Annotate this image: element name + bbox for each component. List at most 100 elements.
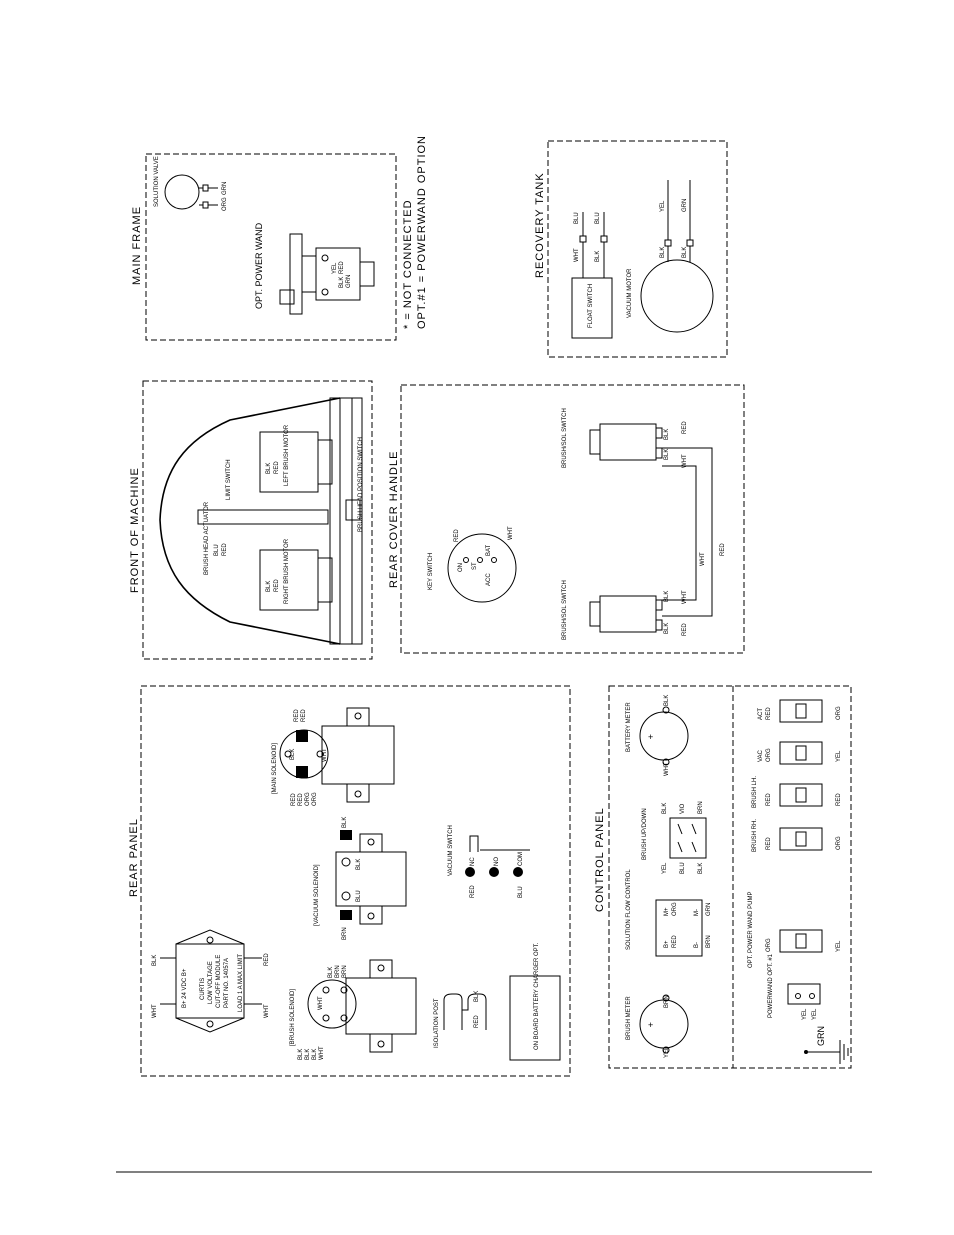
low-voltage-module-body bbox=[175, 943, 245, 1019]
power-wand-pump-switch[interactable] bbox=[779, 929, 823, 953]
main-sol-wire-red-1: RED bbox=[294, 709, 300, 722]
rear-wire-blk-1: BLK bbox=[664, 429, 670, 440]
brush-meter-plus: + bbox=[648, 1020, 653, 1030]
brush-head-actuator-shaft bbox=[197, 509, 329, 525]
vac-sol-wire-brn: BRN bbox=[342, 927, 348, 940]
brush-head-actuator-label: BRUSH HEAD ACTUATOR bbox=[204, 501, 210, 575]
vac-switch[interactable] bbox=[779, 741, 823, 765]
lv-module-wire-blk: BLK bbox=[152, 955, 158, 966]
brush-lh-wire-red-1: RED bbox=[766, 793, 772, 806]
key-switch-label: KEY SWITCH bbox=[428, 553, 434, 590]
recovery-tank-title: RECOVERY TANK bbox=[534, 172, 546, 278]
brush-sol-wire-brn-1: BRN bbox=[335, 965, 341, 978]
lv-module-line-3: CUT-OFF MODULE bbox=[216, 955, 222, 1008]
solution-valve-wire-grn: GRN bbox=[222, 182, 228, 195]
vac-sol-wire-blk-2: BLK bbox=[356, 859, 362, 870]
isolation-post-symbol bbox=[443, 993, 487, 1030]
power-wand-wire-blk: BLK bbox=[339, 277, 345, 288]
power-wand-wire-red: RED bbox=[339, 261, 345, 274]
lv-module-wire-wht-2: WHT bbox=[264, 1004, 270, 1018]
pump-wire-org: ORG bbox=[766, 938, 772, 952]
main-solenoid-body bbox=[321, 725, 395, 785]
solution-flow-control-label: SOLUTION FLOW CONTROL bbox=[626, 869, 632, 950]
float-switch-wire-blu-1: BLU bbox=[574, 212, 580, 224]
sfc-wire-org: ORG bbox=[672, 902, 678, 916]
on-board-charger-label: ON BOARD BATTERY CHARGER OPT. bbox=[534, 942, 540, 1050]
float-switch-wire-blu-2: BLU bbox=[595, 212, 601, 224]
brush-sol-wire-blk-2: BLK bbox=[298, 1049, 304, 1060]
rear-harness-wht bbox=[662, 465, 697, 601]
lv-module-line-1: CURTIS bbox=[200, 978, 206, 1000]
brush-sol-switch-top bbox=[589, 423, 663, 461]
vacuum-switch-label: VACUUM SWITCH bbox=[448, 825, 454, 876]
lv-module-bplus: B+ 24 VDC B+ bbox=[182, 968, 188, 1008]
opt-power-wand bbox=[279, 233, 375, 315]
act-switch-label: ACT bbox=[758, 708, 764, 720]
float-switch-wire-blk: BLK bbox=[595, 251, 601, 262]
rear-cover-handle-box bbox=[400, 384, 745, 654]
vac-wire-yel: YEL bbox=[836, 750, 842, 762]
updown-wire-brn: BRN bbox=[698, 801, 704, 814]
rear-panel-box bbox=[140, 685, 571, 1077]
lv-module-wire-wht-1: WHT bbox=[152, 1004, 158, 1018]
solution-valve-wire-org: ORG bbox=[222, 197, 228, 211]
rear-cover-handle-title: REAR COVER HANDLE bbox=[388, 451, 400, 588]
brush-sol-wire-blk: BLK bbox=[328, 967, 334, 978]
main-frame-box bbox=[145, 153, 397, 341]
updown-wire-yel: YEL bbox=[662, 862, 668, 874]
limit-switch-label: LIMIT SWITCH bbox=[226, 459, 232, 500]
brush-sol-switch-top-label: BRUSH/SOL SWITCH bbox=[562, 408, 568, 468]
updown-wire-blk-2: BLK bbox=[698, 863, 704, 874]
main-sol-wire-red-2: RED bbox=[301, 709, 307, 722]
rear-harness-red bbox=[662, 447, 713, 617]
right-brush-motor-red: RED bbox=[274, 579, 280, 592]
battery-meter-wire-wht: WHT bbox=[664, 762, 670, 776]
ground-wire-grn: GRN bbox=[816, 1026, 826, 1046]
opt-power-wand-label: OPT. POWER WAND bbox=[254, 222, 264, 309]
rear-wire-blk-3: BLK bbox=[664, 591, 670, 602]
brush-sol-switch-bottom-label: BRUSH/SOL SWITCH bbox=[562, 580, 568, 640]
control-panel-box bbox=[608, 685, 852, 1069]
key-switch-acc: ACC bbox=[486, 573, 492, 586]
left-brush-motor-label: LEFT BRUSH MOTOR bbox=[284, 424, 290, 486]
vacuum-motor-symbol bbox=[640, 259, 714, 333]
brush-sol-wire-wht-2: WHT bbox=[319, 1046, 325, 1060]
act-wire-red: RED bbox=[766, 707, 772, 720]
key-switch-symbol bbox=[447, 533, 517, 603]
vacuum-motor-wire-grn: GRN bbox=[682, 199, 688, 212]
plug-wire-yel-1: YEL bbox=[802, 1008, 808, 1020]
rear-harness-wht-label: WHT bbox=[700, 552, 706, 566]
key-switch-bat: BAT bbox=[486, 544, 492, 556]
float-switch-label: FLOAT SWITCH bbox=[588, 284, 594, 328]
main-sol-wire-wht: WHT bbox=[322, 748, 328, 762]
vacuum-switch-wire-red: RED bbox=[470, 885, 476, 898]
isolation-post-label: ISOLATION POST bbox=[434, 998, 440, 1048]
vacuum-switch-nc: NC bbox=[470, 857, 476, 866]
brush-lh-switch-label: BRUSH LH. bbox=[752, 776, 758, 808]
rear-wire-wht-1: WHT bbox=[682, 454, 688, 468]
key-switch-red: RED bbox=[454, 529, 460, 542]
brush-lh-switch[interactable] bbox=[779, 783, 823, 807]
rear-wire-red-2: RED bbox=[682, 623, 688, 636]
right-brush-motor-blk: BLK bbox=[266, 581, 272, 592]
solution-valve-symbol bbox=[164, 174, 200, 210]
brush-rh-wire-red: RED bbox=[766, 837, 772, 850]
front-of-machine-title: FRONT OF MACHINE bbox=[129, 467, 141, 593]
power-wand-wire-grn: GRN bbox=[346, 275, 352, 288]
sfc-b-plus: B+ bbox=[664, 940, 670, 948]
brush-deck-outline bbox=[159, 397, 341, 645]
act-switch[interactable] bbox=[779, 699, 823, 723]
sfc-wire-brn: BRN bbox=[706, 935, 712, 948]
sfc-b-minus: B- bbox=[694, 942, 700, 948]
brush-head-position-switch-label: BRUSH HEAD POSITION SWITCH bbox=[358, 437, 364, 532]
actuator-wire-blu-red: BLU bbox=[214, 544, 220, 556]
brush-rh-switch[interactable] bbox=[779, 827, 823, 851]
vacuum-motor-wire-blk-2: BLK bbox=[682, 247, 688, 258]
main-frame-title: MAIN FRAME bbox=[131, 206, 143, 285]
brush-rh-wire-org: ORG bbox=[836, 836, 842, 850]
updown-wire-blk-1: BLK bbox=[662, 803, 668, 814]
sfc-wire-grn: GRN bbox=[706, 903, 712, 916]
plug-wire-yel-2: YEL bbox=[812, 1008, 818, 1020]
left-brush-motor-blk: BLK bbox=[266, 463, 272, 474]
brush-sol-switch-bottom bbox=[589, 595, 663, 633]
